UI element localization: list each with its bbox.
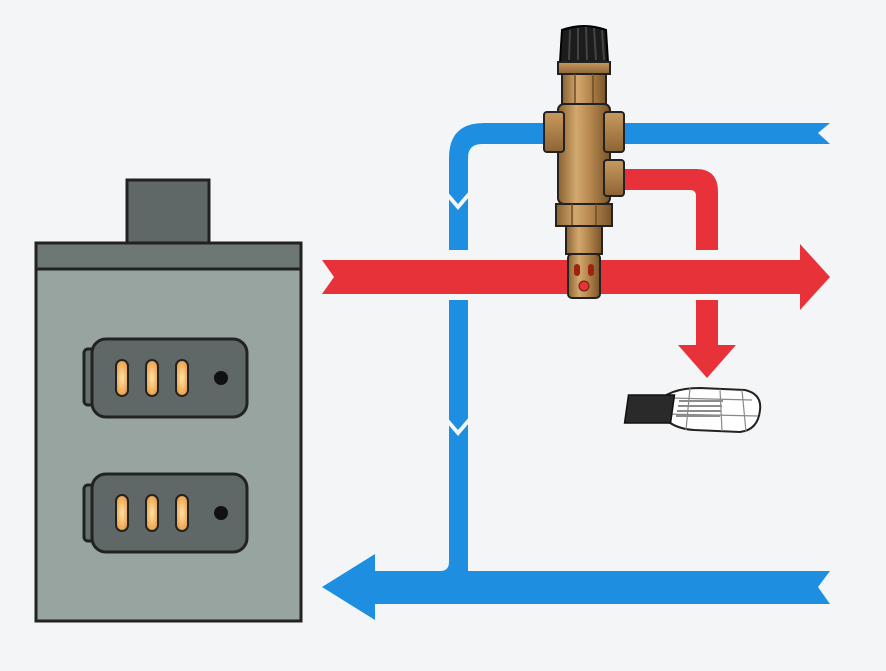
glow-bar (175, 494, 189, 532)
glow-bar (115, 494, 129, 532)
cold-flow-arrow (446, 190, 470, 210)
glow-bar (145, 359, 159, 397)
valve-inlet-port (543, 111, 565, 153)
boiler-top-band (34, 241, 303, 271)
boiler (34, 178, 303, 623)
glow-bar (145, 494, 159, 532)
drain-grate-icon (623, 386, 762, 434)
cold-supply-pipe (449, 123, 830, 250)
hot-discharge-pipe (620, 169, 718, 250)
boiler-flue (125, 178, 211, 246)
glow-bar (175, 359, 189, 397)
cold-flow-arrow (446, 416, 470, 436)
boiler-body (34, 241, 303, 623)
cold-water-lines (322, 123, 830, 620)
firebox-door-upper (82, 337, 249, 419)
black-ribbed-knob (558, 25, 610, 63)
thermal-safety-valve (543, 25, 625, 299)
door-handle (214, 506, 228, 520)
valve-discharge-port (603, 159, 625, 197)
firebox-door-lower (82, 472, 249, 554)
cold-return-pipe (322, 300, 830, 620)
hot-discharge-arrow (678, 300, 736, 378)
glow-bar (115, 359, 129, 397)
door-handle (214, 371, 228, 385)
